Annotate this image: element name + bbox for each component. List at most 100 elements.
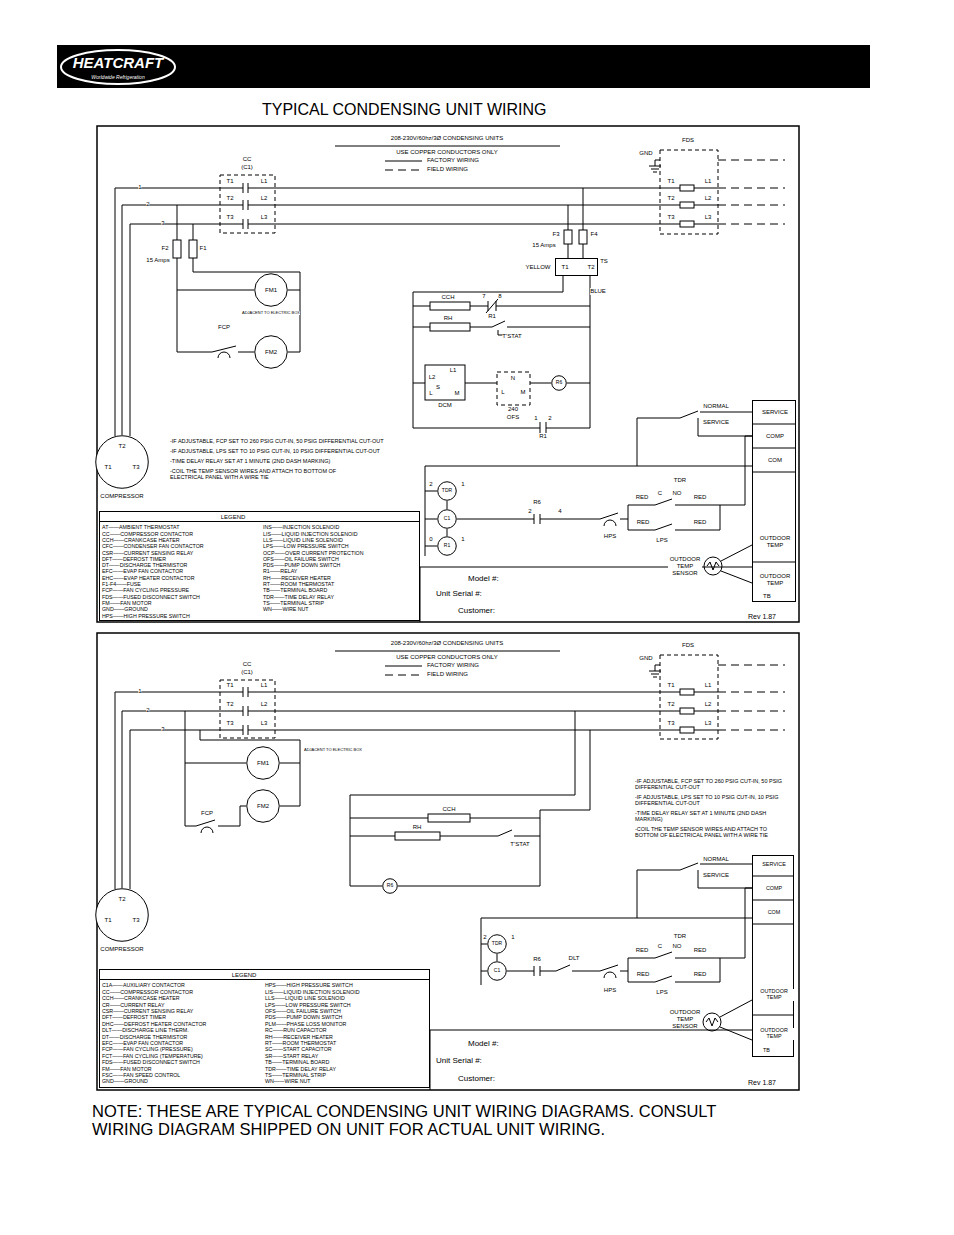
- legend-entry: FCP——FAN CYCLING (PRESSURE): [102, 1047, 193, 1053]
- legend-entry: FM——FAN MOTOR: [102, 1067, 152, 1073]
- wiring-label: DLT: [569, 955, 580, 962]
- circle-symbol: TDR: [487, 934, 507, 954]
- wire-connector: [497, 954, 498, 961]
- wiring-label: FACTORY WIRING: [427, 157, 479, 164]
- sensor-symbol: [704, 557, 722, 575]
- circle-outline: [438, 537, 457, 556]
- wiring-label: -IF ADJUSTABLE, FCP SET TO 260 PSIG CUT-…: [635, 778, 785, 790]
- legend-entry: RC——RUN CAPACITOR: [265, 1028, 327, 1034]
- sensor-symbol: [707, 562, 719, 570]
- wiring-label: RED: [694, 947, 707, 954]
- wiring-label: (C1): [241, 164, 253, 171]
- wiring-label: -IF ADJUSTABLE, LPS SET TO 10 PSIG CUT-I…: [635, 794, 785, 806]
- symbol-label: FM2: [257, 803, 269, 810]
- page-title: TYPICAL CONDENSING UNIT WIRING: [262, 101, 546, 119]
- wiring-label: OUTDOOR TEMP SENSOR: [668, 556, 702, 576]
- fuse-symbol: [680, 727, 694, 733]
- legend-entry: PLM——PHASE LOSS MONITOR: [265, 1022, 346, 1028]
- factory-wiring: [99, 651, 794, 1090]
- wiring-label: CCH: [443, 806, 456, 813]
- wiring-label: C: [658, 943, 662, 950]
- legend-entry: INS——INJECTION SOLENOID: [263, 525, 339, 531]
- symbol-label: R6: [387, 883, 393, 889]
- wiring-label: 8: [498, 293, 501, 300]
- legend-entry: CCH——CRANKCASE HEATER: [102, 538, 180, 544]
- wiring-label: Model #:: [468, 1040, 499, 1049]
- legend-entry: FSC——FAN SPEED CONTROL: [102, 1073, 180, 1079]
- wiring-label: COMPRESSOR: [100, 493, 143, 500]
- wiring-label: CCH: [442, 294, 455, 301]
- legend-entry: LLS——LIQUID LINE SOLENOID: [263, 538, 343, 544]
- terminal-label: SERVICE: [762, 862, 786, 868]
- circle-outline: [96, 889, 149, 942]
- circle-symbol: C1: [437, 509, 457, 529]
- legend-entry: PDS——PUMP DOWN SWITCH: [265, 1015, 342, 1021]
- wiring-label: FACTORY WIRING: [427, 662, 479, 669]
- logo-swoosh: [61, 50, 175, 84]
- circle-symbol: C1: [487, 961, 507, 981]
- component-symbols: [395, 302, 722, 1031]
- legend-entry: HPS——HIGH PRESSURE SWITCH: [265, 983, 353, 989]
- wiring-label: TDR: [674, 477, 686, 484]
- wiring-label: T2: [667, 195, 674, 202]
- symbol-label: R6: [556, 380, 562, 386]
- wiring-label: F3: [552, 231, 559, 238]
- terminal-label: SERVICE: [762, 409, 788, 416]
- wiring-label: LPS: [656, 989, 667, 996]
- terminal-box: SERVICECOMPCOMOUTDOOR TEMPOUTDOOR TEMPTB: [752, 400, 796, 602]
- terminal-label: OUTDOOR TEMP: [755, 573, 795, 586]
- symbol-label: R1: [444, 543, 450, 549]
- oil-failure-switch: [497, 372, 530, 405]
- wiring-label: RH: [444, 315, 453, 322]
- wiring-label: (C1): [241, 669, 253, 676]
- wiring-label: FCP: [218, 324, 230, 331]
- legend-entry: R1——RELAY: [263, 569, 297, 575]
- wiring-label: USE COPPER CONDUCTORS ONLY: [396, 149, 497, 156]
- wiring-label: 1: [511, 934, 514, 941]
- circle-outline: [438, 510, 457, 529]
- fused-disconnect: [660, 150, 718, 234]
- wiring-label: -IF ADJUSTABLE, FCP SET TO 260 PSIG CUT-…: [170, 438, 384, 444]
- circle-symbol: TDR: [437, 481, 457, 501]
- symbol-label: C1: [494, 968, 500, 974]
- legend-entry: FDS——FUSED DISCONNECT SWITCH: [102, 1060, 200, 1066]
- wiring-label: YELLOW: [525, 264, 550, 271]
- sensor-symbol: [706, 1018, 718, 1026]
- wire-connector: [447, 501, 448, 509]
- circle-symbol: FM2: [246, 789, 280, 823]
- heater-symbol: [430, 323, 470, 331]
- circle-symbol: T2T1T3: [95, 888, 149, 942]
- wiring-label: L1: [261, 178, 268, 185]
- circle-symbol: FM2: [254, 335, 288, 369]
- legend-entry: LPS——LOW PRESSURE SWITCH: [265, 1003, 351, 1009]
- symbol-label: FM1: [257, 760, 269, 767]
- heater-symbol: [395, 832, 440, 840]
- wiring-label: L2: [429, 374, 436, 381]
- legend-entry: DT——DISCHARGE THERMISTOR: [102, 1035, 187, 1041]
- wiring-label: SERVICE: [703, 872, 729, 879]
- wiring-label: TDR: [674, 933, 686, 940]
- fuse-symbol: [680, 185, 694, 191]
- wiring-label: CC: [243, 661, 252, 668]
- wiring-label: M: [455, 390, 460, 397]
- wiring-label: RED: [694, 519, 707, 526]
- terminal-box: SERVICECOMPCOMOUTDOOR TEMPOUTDOOR TEMPTB: [752, 855, 794, 1057]
- diagram-panel: [97, 126, 799, 622]
- terminal-label: OUTDOOR TEMP: [755, 535, 795, 548]
- wiring-label: 2: [146, 707, 149, 714]
- field-wiring: [385, 160, 785, 730]
- wiring-label: FCP: [201, 810, 213, 817]
- wiring-label: S: [436, 384, 440, 391]
- wiring-label: 3: [161, 726, 164, 733]
- legend-entry: HPS——HIGH PRESSURE SWITCH: [102, 614, 190, 620]
- legend-box: LEGENDAT——AMBIENT THERMOSTATCC——COMPRESS…: [99, 511, 420, 621]
- legend-heading: LEGEND: [221, 514, 246, 521]
- wiring-label: T2: [667, 701, 674, 708]
- wiring-label: NORMAL: [703, 856, 729, 863]
- wiring-label: NO: [673, 943, 682, 950]
- contactor: [220, 680, 275, 738]
- legend-entry: GND——GROUND: [102, 607, 148, 613]
- terminal-label: T1: [104, 464, 111, 471]
- circle-symbol: R6: [382, 878, 398, 894]
- legend-entry: DLT——DISCHARGE LINE THERM.: [102, 1028, 189, 1034]
